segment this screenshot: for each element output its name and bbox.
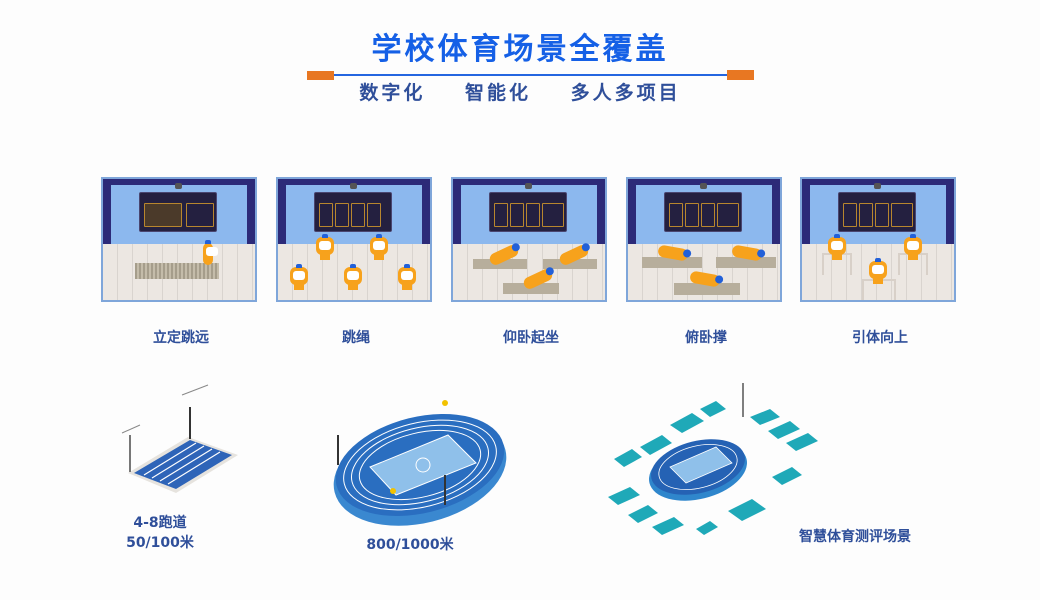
exercise-mat: [543, 259, 597, 269]
camera-icon: [121, 424, 141, 434]
student-figure: [290, 264, 308, 290]
exercise-mat: [716, 257, 776, 268]
display-screen: [314, 192, 392, 232]
scene-label: 智慧体育测评场景: [799, 529, 911, 545]
student-figure: [828, 234, 846, 260]
exercise-mat: [642, 257, 702, 268]
exercise-mat: [473, 259, 527, 269]
scene-standing-long-jump: [101, 177, 257, 302]
display-screen: [489, 192, 567, 232]
scene-label: 立定跳远: [153, 330, 209, 346]
football-pitch: [669, 446, 733, 484]
football-pitch: [369, 434, 477, 496]
subtitle-item: 智能化: [464, 82, 531, 104]
camera-icon: [525, 183, 532, 189]
camera-icon: [350, 183, 357, 189]
display-screen: [664, 192, 742, 232]
title-divider: [334, 74, 727, 76]
student-figure: [370, 234, 388, 260]
student-figure: [203, 240, 218, 265]
center-circle: [415, 457, 431, 473]
scene-label: 4-8跑道 50/100米: [126, 515, 194, 551]
student-figure: [904, 234, 922, 260]
runner-figure: [390, 488, 396, 494]
exercise-pads: [608, 401, 818, 535]
subtitle: 数字化 智能化 多人多项目: [0, 78, 1040, 105]
page-title: 学校体育场景全覆盖: [371, 32, 669, 67]
smart-assessment-illustration: [608, 383, 818, 535]
scene-pull-ups: [800, 177, 956, 302]
display-screen: [139, 192, 217, 232]
scene-sit-ups: [451, 177, 607, 302]
lane-lines: [143, 442, 221, 485]
lane-lines: [343, 419, 497, 511]
scene-label: 跳绳: [342, 330, 370, 346]
student-figure: [398, 264, 416, 290]
runner-figure: [442, 400, 448, 406]
subtitle-item: 多人多项目: [570, 82, 681, 104]
subtitle-item: 数字化: [359, 82, 426, 104]
student-figure: [316, 234, 334, 260]
camera-icon: [874, 183, 881, 189]
student-figure: [344, 264, 362, 290]
camera-icon: [700, 183, 707, 189]
right-orange-tag: [727, 70, 754, 80]
straight-track-illustration: [121, 384, 238, 493]
exercise-mat: [674, 283, 740, 295]
scene-rope-skipping: [276, 177, 432, 302]
scene-label: 引体向上: [852, 330, 908, 346]
scene-label: 仰卧起坐: [503, 330, 559, 346]
camera-icon: [181, 384, 209, 396]
jump-mat: [135, 263, 219, 279]
left-orange-tag: [307, 71, 334, 80]
student-figure: [869, 258, 887, 284]
camera-icon: [175, 183, 182, 189]
scene-label: 800/1000米: [366, 537, 454, 553]
scene-push-ups: [626, 177, 782, 302]
oval-track-illustration: [333, 400, 507, 526]
scene-label: 俯卧撑: [685, 330, 727, 346]
display-screen: [838, 192, 916, 232]
